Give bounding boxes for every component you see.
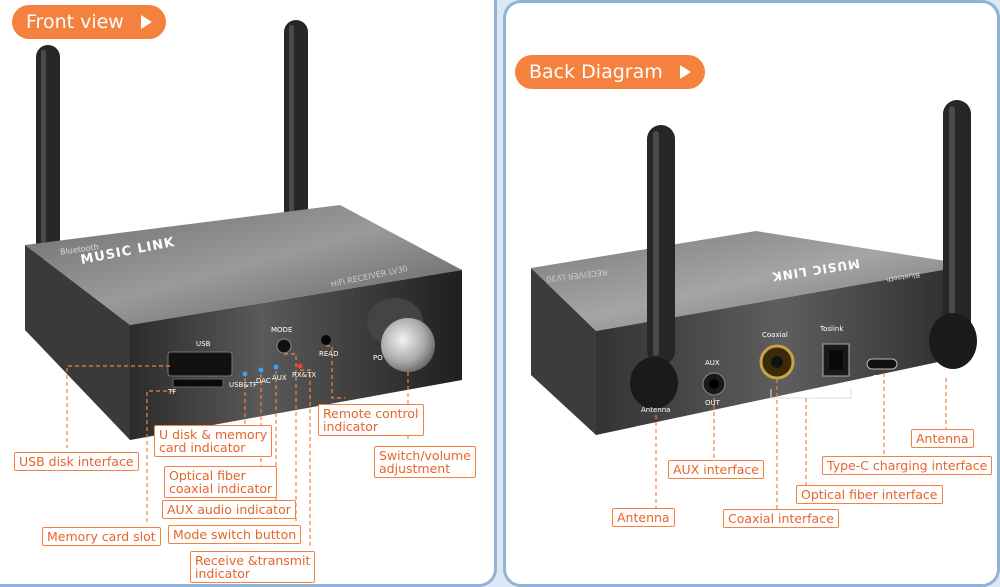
back-device-illustration: [531, 100, 977, 511]
rxtx-led-label: RX&TX: [292, 371, 317, 379]
read-label: READ: [319, 350, 339, 358]
out-port-label: OUT: [705, 399, 720, 407]
device-top-surface: [25, 205, 462, 325]
callout-typec-interface: Type-C charging interface: [822, 456, 993, 475]
back-leader-lines: [655, 373, 947, 511]
usbtf-led: [242, 371, 248, 377]
left-antenna: [36, 45, 60, 260]
back-diagram-panel: Back Diagram MUSIC LINK Bluetooth RECEIV…: [503, 0, 1000, 587]
callout-memory-card-slot: Memory card slot: [42, 527, 161, 546]
usb-port-label: USB: [196, 340, 211, 348]
front-view-title-text: Front view: [26, 11, 124, 33]
front-view-panel: Front view Bluetooth MUSIC LINK HiFi REC…: [0, 0, 497, 587]
front-view-title: Front view: [12, 5, 166, 39]
callout-rxtx-indicator: Receive &transmit indicator: [190, 551, 316, 583]
aux-port-label: AUX: [705, 359, 720, 367]
coaxial-port-label: Coaxial: [762, 331, 788, 339]
callout-switch-volume: Switch/volume adjustment: [374, 446, 476, 478]
back-diagram-title-text: Back Diagram: [529, 61, 663, 83]
right-antenna: [284, 20, 308, 230]
callout-aux-indicator: AUX audio indicator: [162, 500, 296, 519]
mode-label: MODE: [271, 326, 293, 334]
dc5v-label: DC 5V: [873, 374, 895, 382]
callout-aux-interface: AUX interface: [668, 460, 764, 479]
back-right-antenna: [929, 100, 977, 369]
callout-mode-switch: Mode switch button: [168, 525, 302, 544]
coaxial-jack-hole: [771, 356, 783, 368]
tf-slot-label: TF: [168, 388, 177, 396]
play-arrow-icon: [679, 65, 691, 79]
device-side: [25, 245, 130, 440]
tf-slot: [172, 378, 224, 388]
toslink-port-label: Toslink: [820, 325, 844, 333]
callout-udisk-indicator: U disk & memory card indicator: [154, 425, 273, 457]
front-device-illustration: [25, 20, 462, 549]
back-top-surface: [531, 231, 971, 331]
callout-coaxial-interface: Coaxial interface: [723, 509, 839, 528]
callout-optical-indicator: Optical fiber coaxial indicator: [164, 466, 278, 498]
usb-port: [167, 351, 233, 377]
callout-remote-indicator: Remote control indicator: [318, 404, 424, 436]
back-left-antenna: [630, 125, 678, 409]
back-antenna-left-label: Antenna: [641, 406, 671, 414]
dac-led-label: DAC: [256, 377, 271, 385]
callout-antenna-right: Antenna: [911, 429, 974, 448]
volume-knob: [381, 318, 435, 372]
back-antenna-right-label: Antenna: [927, 368, 957, 376]
toslink-shutter: [829, 350, 843, 370]
po-label: PO: [373, 354, 383, 362]
back-device-side: [531, 268, 596, 435]
dac-led: [258, 367, 264, 373]
usbtf-led-label: USB&TF: [229, 381, 258, 389]
back-diagram-title: Back Diagram: [515, 55, 705, 89]
mode-button: [276, 338, 292, 354]
callout-usb-disk-interface: USB disk interface: [14, 452, 139, 471]
rxtx-led: [297, 363, 303, 369]
in-bracket: [770, 389, 852, 399]
remote-sensor: [321, 335, 331, 345]
callout-optical-interface: Optical fiber interface: [796, 485, 943, 504]
aux-led-label: AUX: [272, 374, 287, 382]
callout-antenna-left: Antenna: [612, 508, 675, 527]
typec-port: [866, 358, 898, 370]
in-label: IN: [803, 392, 811, 400]
aux-led: [273, 364, 279, 370]
play-arrow-icon: [140, 15, 152, 29]
aux-jack-hole: [709, 379, 719, 389]
